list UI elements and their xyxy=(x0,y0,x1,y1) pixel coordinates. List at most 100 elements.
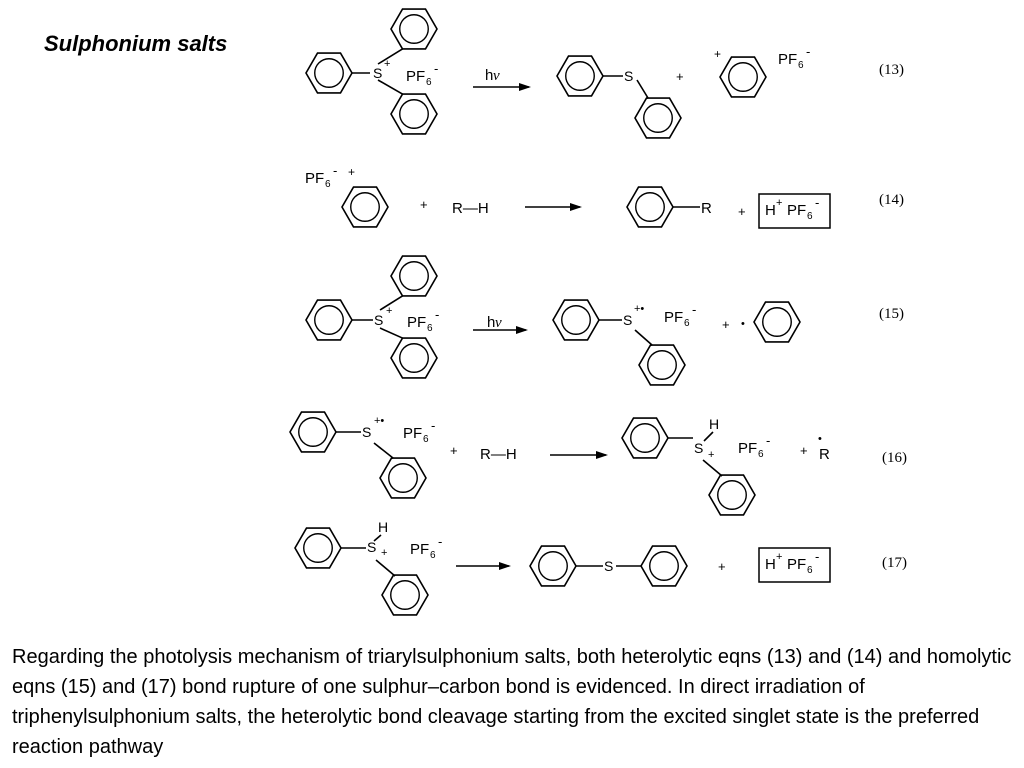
h-label: H xyxy=(765,202,776,219)
plus-sign: + xyxy=(676,69,684,84)
s-label: S xyxy=(373,65,382,81)
plus-sign: + xyxy=(738,204,746,219)
pf-label: PF xyxy=(778,51,797,68)
superscript-plus: + xyxy=(714,47,721,61)
caption-text: Regarding the photolysis mechanism of tr… xyxy=(12,646,1012,758)
superscript-plus: + xyxy=(386,305,392,317)
equation-number: (17) xyxy=(882,555,907,571)
arrow-head xyxy=(516,326,528,334)
aromatic-circle xyxy=(314,58,344,88)
benzene-ring xyxy=(638,344,686,386)
superscript-plus: + xyxy=(384,58,390,70)
bond-line xyxy=(379,295,403,311)
aromatic-circle xyxy=(630,423,660,453)
rh-label: R—H xyxy=(480,446,517,463)
bond-line xyxy=(373,534,382,542)
benzene-ring xyxy=(341,186,389,228)
s-label: S xyxy=(624,68,633,84)
subscript-6: 6 xyxy=(807,565,813,576)
aromatic-circle xyxy=(399,261,429,291)
radical-cation-mark: +• xyxy=(374,415,384,427)
pf-label: PF xyxy=(787,556,806,573)
equation-number: (13) xyxy=(879,62,904,78)
superscript-minus: - xyxy=(434,61,438,76)
subscript-6: 6 xyxy=(684,318,690,329)
benzene-ring xyxy=(556,55,604,97)
pf-label: PF xyxy=(406,68,425,85)
arrow-head xyxy=(499,562,511,570)
superscript-minus: - xyxy=(815,195,819,210)
pf-label: PF xyxy=(787,202,806,219)
aromatic-circle xyxy=(565,61,595,91)
h-label: H xyxy=(709,416,719,432)
radical-dot: • xyxy=(741,318,745,330)
plus-sign: + xyxy=(450,443,458,458)
pf-label: PF xyxy=(664,309,683,326)
aromatic-circle xyxy=(561,305,591,335)
superscript-plus: + xyxy=(348,165,355,179)
aromatic-circle xyxy=(728,62,758,92)
superscript-minus: - xyxy=(431,418,435,433)
salt-box xyxy=(758,547,831,583)
pf-label: PF xyxy=(410,541,429,558)
superscript-plus: + xyxy=(776,551,782,563)
superscript-minus: - xyxy=(438,534,442,549)
r-label: R xyxy=(701,200,712,217)
s-label: S xyxy=(623,312,632,328)
subscript-6: 6 xyxy=(325,179,331,190)
plus-sign: + xyxy=(800,443,808,458)
superscript-minus: - xyxy=(435,307,439,322)
plus-sign: + xyxy=(722,317,730,332)
aromatic-circle xyxy=(643,103,673,133)
aromatic-circle xyxy=(538,551,568,581)
subscript-6: 6 xyxy=(430,550,436,561)
aromatic-circle xyxy=(649,551,679,581)
subscript-6: 6 xyxy=(423,434,429,445)
superscript-minus: - xyxy=(806,44,810,59)
benzene-ring xyxy=(381,574,429,616)
slide-title: Sulphonium salts xyxy=(44,31,228,56)
benzene-ring xyxy=(626,186,674,228)
radical-dot: • xyxy=(818,433,822,445)
h-label: H xyxy=(378,519,388,535)
s-label: S xyxy=(694,440,703,456)
benzene-ring xyxy=(621,417,669,459)
pf-label: PF xyxy=(407,314,426,331)
arrow-head xyxy=(570,203,582,211)
superscript-minus: - xyxy=(692,302,696,317)
superscript-minus: - xyxy=(766,433,770,448)
aromatic-circle xyxy=(298,417,328,447)
benzene-ring xyxy=(708,474,756,516)
plus-sign: + xyxy=(718,559,726,574)
benzene-ring xyxy=(305,52,353,94)
benzene-ring xyxy=(305,299,353,341)
benzene-ring xyxy=(379,457,427,499)
aromatic-circle xyxy=(350,192,380,222)
bond-line xyxy=(393,574,396,577)
benzene-ring xyxy=(719,56,767,98)
aromatic-circle xyxy=(717,480,747,510)
hv-label: h xyxy=(487,314,495,331)
hv-nu-label: ν xyxy=(495,315,502,331)
aromatic-circle xyxy=(399,14,429,44)
s-label: S xyxy=(367,539,376,555)
aromatic-circle xyxy=(647,350,677,380)
subscript-6: 6 xyxy=(758,449,764,460)
s-label: S xyxy=(374,312,383,328)
benzene-ring xyxy=(390,337,438,379)
benzene-ring xyxy=(753,301,801,343)
superscript-minus: - xyxy=(815,549,819,564)
superscript-minus: - xyxy=(333,163,337,178)
equation-number: (14) xyxy=(879,192,904,208)
salt-box xyxy=(758,193,831,229)
bond-line xyxy=(702,459,723,477)
aromatic-circle xyxy=(390,580,420,610)
bond-line xyxy=(703,431,714,442)
bond-line xyxy=(720,474,723,477)
bond-line xyxy=(634,329,653,346)
superscript-plus: + xyxy=(708,449,714,461)
aromatic-circle xyxy=(303,533,333,563)
rh-label: R—H xyxy=(452,200,489,217)
pf-label: PF xyxy=(305,170,324,187)
